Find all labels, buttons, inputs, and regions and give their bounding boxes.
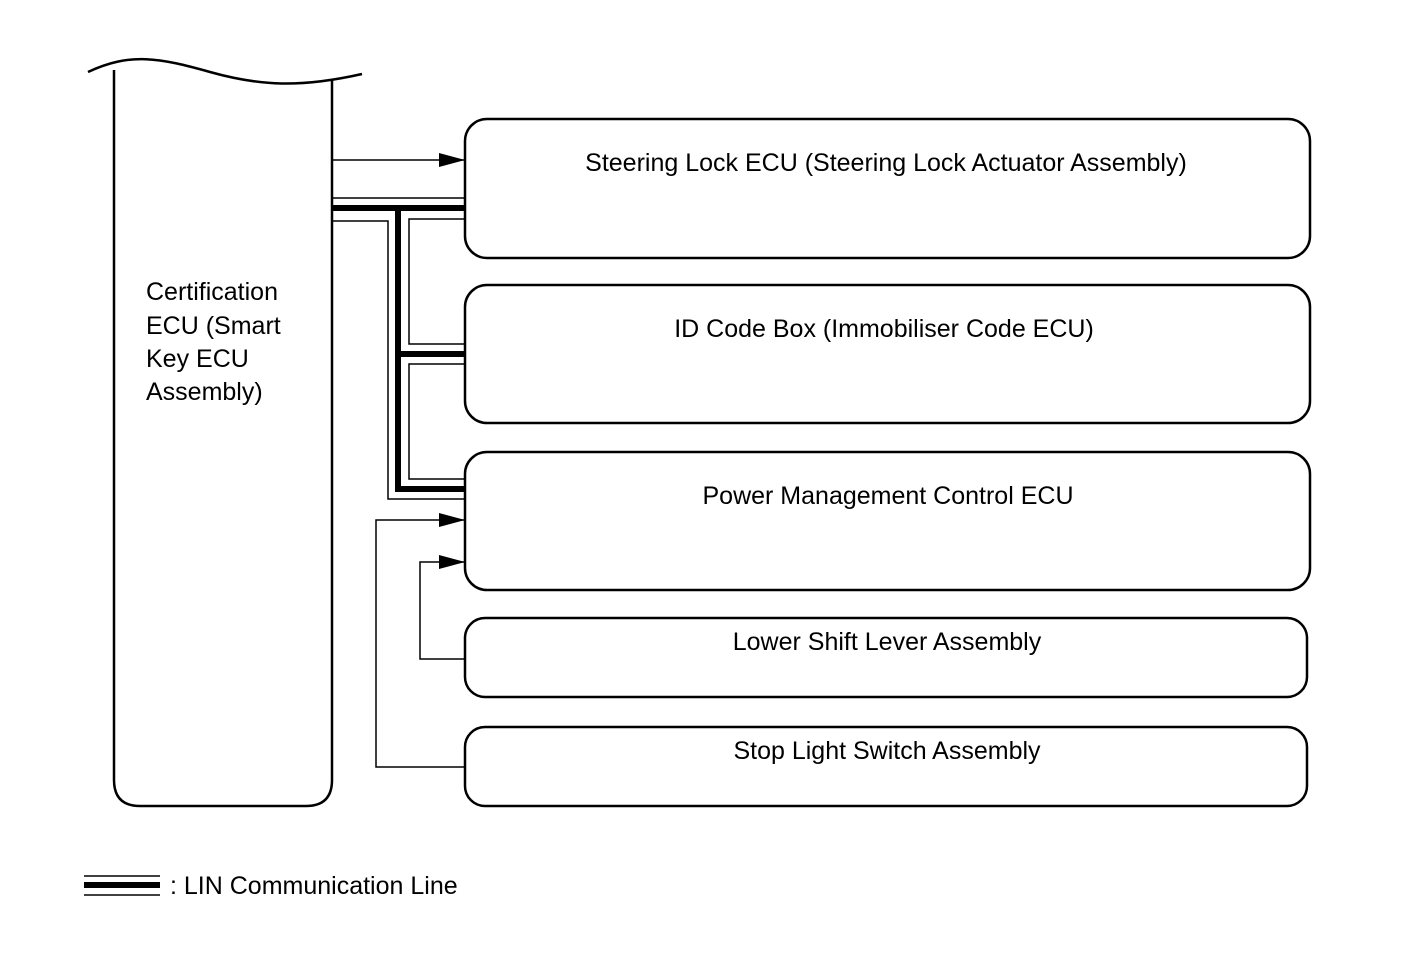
stop-light-switch-box: Stop Light Switch Assembly: [463, 725, 1309, 808]
lin-line-legend-symbol: [84, 875, 160, 896]
certification-ecu-label: Certification ECU (Smart Key ECU Assembl…: [146, 278, 288, 406]
power-management-ecu-box: Power Management Control ECU: [463, 450, 1312, 592]
signal-line-stop-light: [375, 513, 465, 768]
signal-line-shift-lever: [419, 555, 465, 660]
power-management-ecu-label: Power Management Control ECU: [703, 482, 1074, 510]
break-line: [87, 57, 363, 85]
lower-shift-lever-box: Lower Shift Lever Assembly: [463, 616, 1309, 699]
legend: : LIN Communication Line: [84, 872, 458, 900]
certification-ecu-block: Certification ECU (Smart Key ECU Assembl…: [87, 57, 363, 808]
lin-line-legend-label: : LIN Communication Line: [170, 872, 458, 900]
id-code-box: ID Code Box (Immobiliser Code ECU): [463, 283, 1312, 425]
lin-bus: [332, 197, 465, 500]
id-code-box-label: ID Code Box (Immobiliser Code ECU): [674, 315, 1094, 343]
steering-lock-ecu-box: Steering Lock ECU (Steering Lock Actuato…: [463, 117, 1312, 260]
steering-lock-ecu-label: Steering Lock ECU (Steering Lock Actuato…: [585, 149, 1187, 177]
stop-light-switch-label: Stop Light Switch Assembly: [733, 737, 1041, 765]
lower-shift-lever-label: Lower Shift Lever Assembly: [733, 628, 1042, 656]
